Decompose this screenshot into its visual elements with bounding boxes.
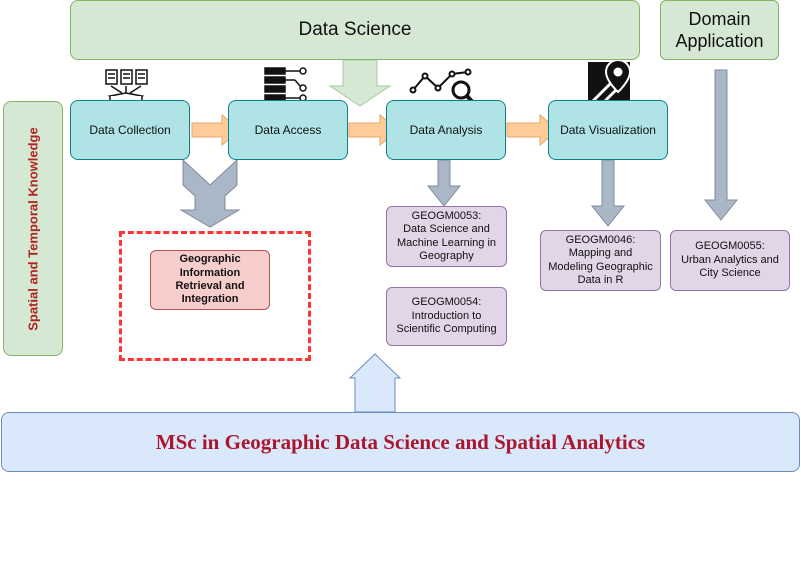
course-geogm0054: GEOGM0054: Introduction to Scientific Co… xyxy=(386,287,507,346)
stage-data-collection: Data Collection xyxy=(70,100,190,160)
data-science-title: Data Science xyxy=(298,19,412,40)
stage-data-visualization: Data Visualization xyxy=(548,100,668,160)
geographic-dashed-container xyxy=(119,231,311,361)
merge-down-arrow xyxy=(179,158,241,228)
map-marker-icon xyxy=(586,58,632,108)
stage-data-analysis-label: Data Analysis xyxy=(409,123,483,137)
analysis-down-arrow xyxy=(426,159,462,207)
data-science-banner: Data Science xyxy=(70,0,640,60)
course-geogm0053-label: GEOGM0053: Data Science and Machine Lear… xyxy=(396,209,497,262)
course-geogm0055-label: GEOGM0055: Urban Analytics and City Scie… xyxy=(681,240,779,280)
visualization-down-arrow xyxy=(590,159,626,227)
stage-data-collection-label: Data Collection xyxy=(89,123,171,137)
data-science-down-arrow xyxy=(328,59,392,107)
geographic-information-label: Geographic Information Retrieval and Int… xyxy=(175,253,245,306)
program-title: MSc in Geographic Data Science and Spati… xyxy=(155,429,646,454)
course-geogm0046: GEOGM0046: Mapping and Modeling Geograph… xyxy=(540,230,661,291)
domain-down-arrow xyxy=(703,69,739,221)
spatial-temporal-knowledge-label: Spatial and Temporal Knowledge xyxy=(25,126,41,331)
course-geogm0055: GEOGM0055: Urban Analytics and City Scie… xyxy=(670,230,790,291)
geographic-information-box: Geographic Information Retrieval and Int… xyxy=(150,250,270,310)
course-geogm0046-label: GEOGM0046: Mapping and Modeling Geograph… xyxy=(548,233,653,286)
domain-application-box: Domain Application xyxy=(660,0,779,60)
domain-application-title: Domain Application xyxy=(675,8,764,52)
program-title-box: MSc in Geographic Data Science and Spati… xyxy=(1,412,800,472)
stage-data-analysis: Data Analysis xyxy=(386,100,506,160)
course-geogm0053: GEOGM0053: Data Science and Machine Lear… xyxy=(386,206,507,267)
stage-data-access: Data Access xyxy=(228,100,348,160)
stage-data-access-label: Data Access xyxy=(254,123,322,137)
course-geogm0054-label: GEOGM0054: Introduction to Scientific Co… xyxy=(396,296,497,336)
documents-to-tray-icon xyxy=(105,69,148,109)
program-up-arrow xyxy=(348,353,402,413)
spatial-temporal-knowledge-box: Spatial and Temporal Knowledge xyxy=(3,101,63,356)
stage-data-visualization-label: Data Visualization xyxy=(560,123,656,137)
